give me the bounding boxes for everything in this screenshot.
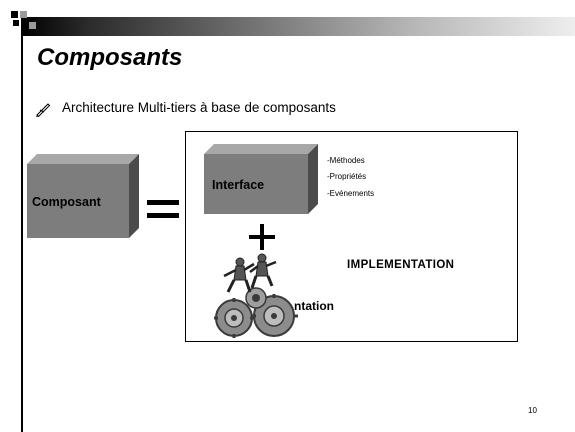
implementation-overlay-text: ntation	[294, 299, 334, 313]
page-number: 10	[528, 406, 537, 415]
slide-left-border	[21, 18, 23, 432]
interface-label: Interface	[212, 178, 265, 192]
corner-square	[29, 22, 36, 29]
plus-sign	[249, 224, 275, 250]
corner-square	[13, 20, 19, 26]
gears-and-workers-icon	[214, 253, 298, 338]
corner-square	[11, 11, 18, 18]
interface-item-proprietes: -Propriétés	[327, 172, 367, 181]
pen-bullet-icon	[36, 103, 51, 117]
corner-square	[20, 11, 27, 18]
slide-title: Composants	[37, 44, 183, 71]
composant-label: Composant	[32, 195, 101, 209]
interface-item-evenements: -Evénements	[327, 189, 375, 198]
implementation-label: IMPLEMENTATION	[347, 259, 455, 271]
composant-box: Composant	[27, 154, 139, 238]
bullet-text: Architecture Multi-tiers à base de compo…	[62, 100, 336, 115]
title-gradient-bar	[21, 17, 575, 36]
equals-sign	[147, 200, 179, 220]
interface-item-methodes: -Méthodes	[327, 156, 365, 165]
interface-box: Interface	[204, 144, 318, 214]
